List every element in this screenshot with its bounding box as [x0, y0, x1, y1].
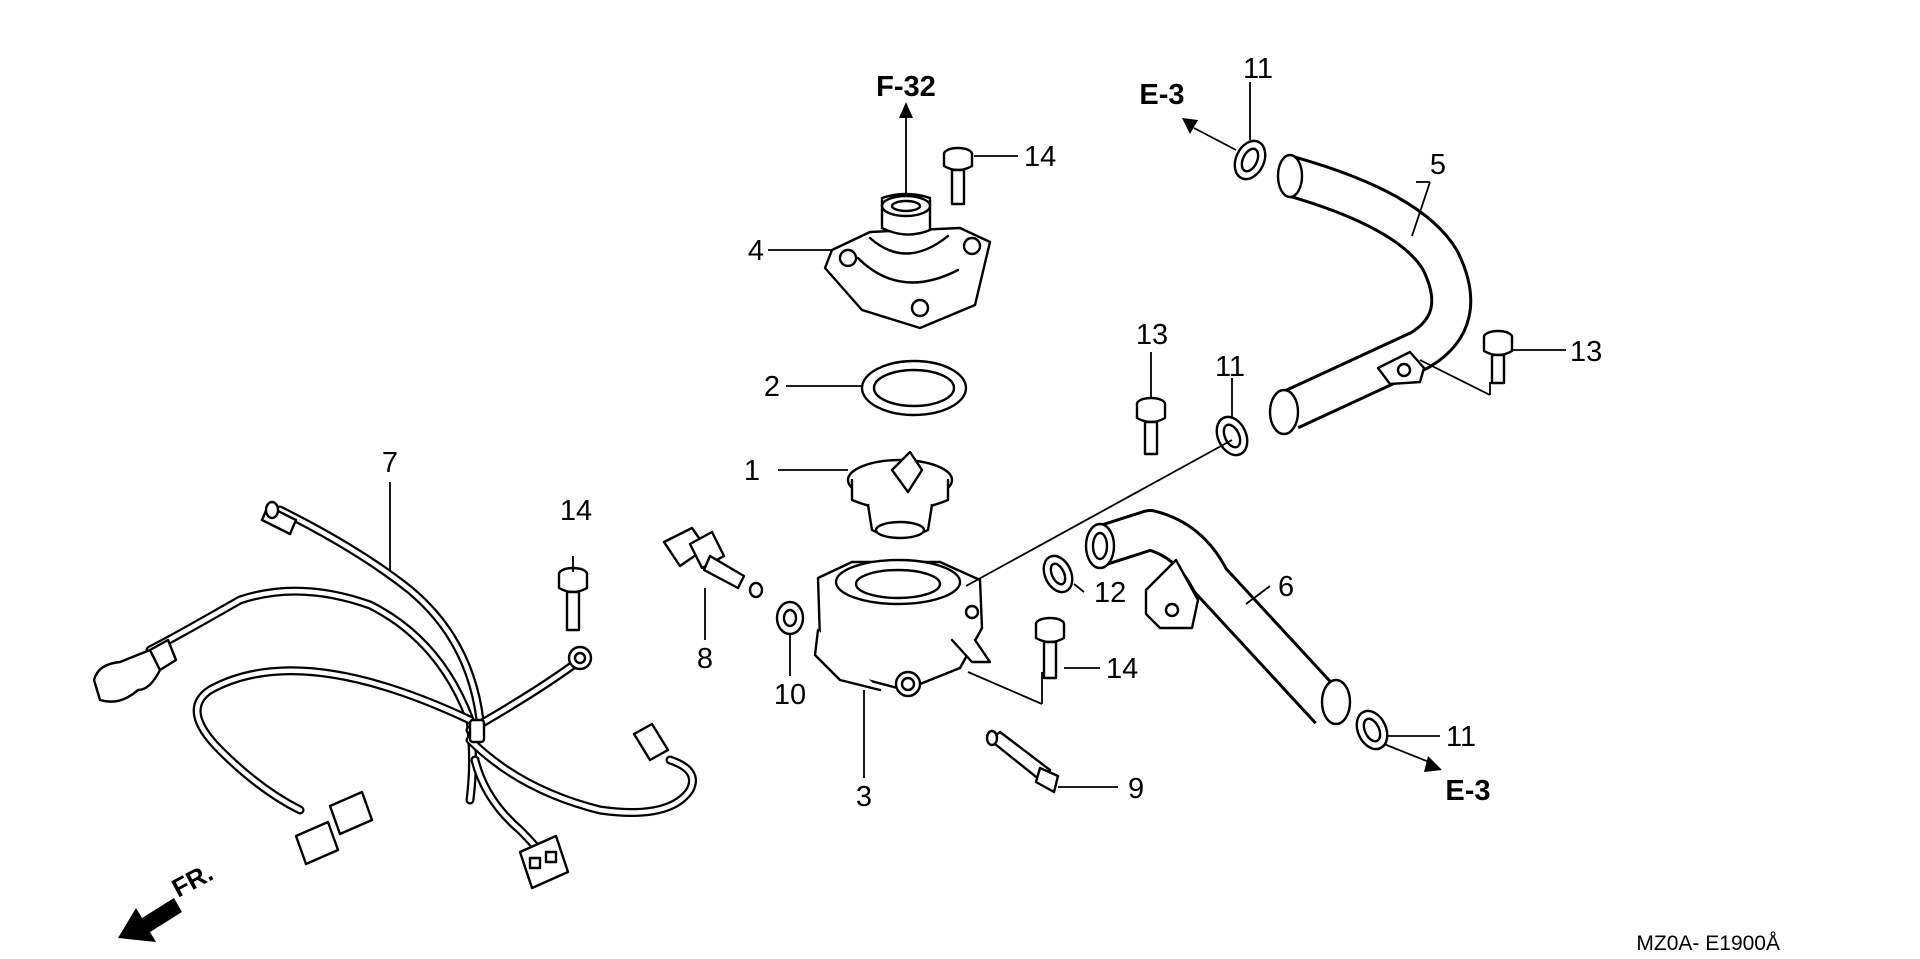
callout-6: 6 — [1278, 571, 1294, 603]
front-direction-arrow-icon — [118, 898, 182, 942]
callout-numbers: 1 2 3 4 5 6 7 8 9 10 11 11 11 12 13 13 1… — [382, 53, 1602, 813]
o-ring-11-top — [1233, 139, 1267, 181]
thermostat-cover — [823, 192, 992, 330]
thermo-switch — [985, 729, 1060, 794]
reference-arrows — [899, 102, 1442, 772]
callout-2: 2 — [764, 371, 780, 403]
reference-labels: F-32 E-3 E-3 — [876, 71, 1490, 807]
flange-bolt-13-right — [1482, 329, 1514, 385]
flange-bolt-14-top — [942, 146, 974, 206]
callout-12: 12 — [1094, 577, 1126, 609]
o-ring-11-mid — [1215, 415, 1249, 457]
callout-11-bottom: 11 — [1446, 721, 1476, 753]
water-pipe-lower — [1084, 509, 1352, 726]
front-label: FR. — [167, 857, 218, 903]
callout-8: 8 — [697, 643, 713, 675]
callout-5: 5 — [1430, 149, 1446, 181]
reference-e3-bottom: E-3 — [1445, 775, 1490, 807]
wire-harness — [92, 500, 697, 890]
callout-14-left: 14 — [560, 495, 592, 527]
water-hose-upper — [1268, 153, 1473, 436]
callout-14-top: 14 — [1024, 141, 1056, 173]
leader-lines — [389, 82, 1566, 788]
thermostat — [846, 450, 954, 540]
flange-bolt-14-right — [1034, 616, 1066, 680]
o-ring-11-bottom — [1355, 709, 1389, 751]
o-ring-12 — [1042, 554, 1074, 594]
flange-bolt-13-left — [1135, 396, 1167, 456]
callout-9: 9 — [1128, 773, 1144, 805]
sealing-washer — [775, 600, 805, 636]
callout-13-right: 13 — [1570, 336, 1602, 368]
flange-bolt-14-left — [557, 566, 589, 632]
callout-1: 1 — [744, 455, 760, 487]
temperature-sensor — [662, 526, 764, 599]
callout-13-left: 13 — [1136, 319, 1168, 351]
callout-11-mid: 11 — [1215, 351, 1245, 383]
callout-11-top: 11 — [1243, 53, 1273, 85]
callout-10: 10 — [774, 679, 806, 711]
diagram-code: MZ0A- E1900Å — [1636, 932, 1780, 955]
callout-3: 3 — [856, 781, 872, 813]
reference-e3-top: E-3 — [1139, 79, 1184, 111]
callout-4: 4 — [748, 235, 764, 267]
gasket-ring — [860, 359, 968, 417]
reference-f32: F-32 — [876, 71, 936, 103]
thermostat-housing — [813, 558, 992, 698]
callout-14-right: 14 — [1106, 653, 1138, 685]
callout-7: 7 — [382, 447, 398, 479]
